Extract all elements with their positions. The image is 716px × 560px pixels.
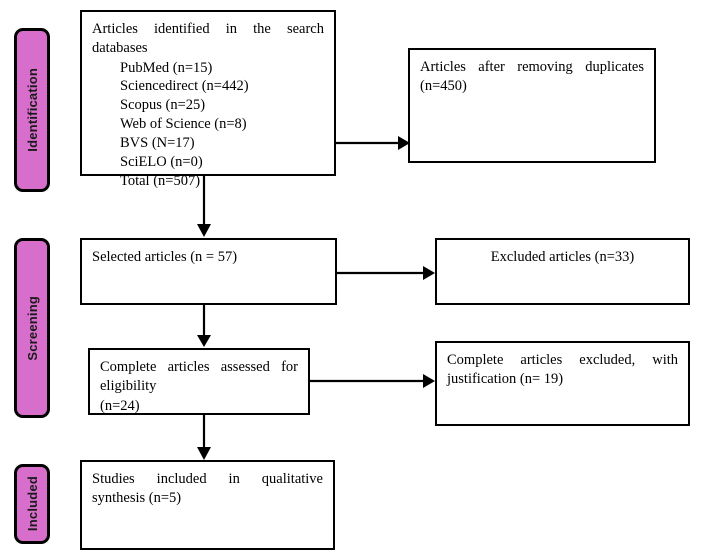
box-articles-identified-heading: Articles identified in the search databa… — [92, 21, 328, 57]
stage-label-screening: Screening — [14, 238, 50, 418]
box-selected-articles-text: Selected articles (n = 57) — [92, 249, 238, 265]
connector-selected-to-excluded — [337, 266, 435, 280]
box-excluded-articles: Excluded articles (n=33) — [435, 238, 690, 305]
box-complete-articles-excluded: Complete articles excluded, with justifi… — [435, 341, 690, 426]
box-studies-included-text: Studies included in qualitative synthesi… — [92, 471, 327, 507]
source-count-list: PubMed (n=15) Sciencedirect (n=442) Scop… — [92, 59, 324, 191]
box-studies-included: Studies included in qualitative synthesi… — [80, 460, 335, 550]
stage-label-screening-text: Screening — [24, 295, 40, 361]
stage-label-identification: Identification — [14, 28, 50, 192]
source-count-scielo: SciELO (n=0) — [120, 153, 203, 170]
source-count-sciencedirect: Sciencedirect (n=442) — [120, 78, 249, 95]
box-complete-articles-assessed-text: Complete articles assessed for eligibili… — [100, 359, 298, 414]
connector-eligibility-to-excluded-justification — [310, 374, 435, 388]
source-count-total: Total (n=507) — [120, 172, 201, 189]
box-complete-articles-assessed: Complete articles assessed for eligibili… — [88, 348, 310, 415]
connector-identified-to-duplicates — [336, 136, 410, 150]
box-articles-after-removing-duplicates: Articles after removing duplicates (n=45… — [408, 48, 656, 163]
box-articles-after-removing-duplicates-text: Articles after removing duplicates (n=45… — [420, 59, 648, 95]
stage-label-included: Included — [14, 464, 50, 544]
source-count-scopus: Scopus (n=25) — [120, 97, 206, 114]
source-count-web-of-science: Web of Science (n=8) — [120, 116, 247, 133]
box-excluded-articles-text: Excluded articles (n=33) — [490, 249, 635, 265]
connector-identified-to-selected — [197, 176, 211, 237]
box-articles-identified: Articles identified in the search databa… — [80, 10, 336, 189]
box-complete-articles-excluded-text: Complete articles excluded, with justifi… — [447, 352, 682, 388]
source-count-bvs: BVS (N=17) — [120, 134, 195, 151]
connector-selected-to-eligibility — [197, 305, 211, 347]
connector-eligibility-to-included — [197, 415, 211, 460]
source-count-pubmed: PubMed (n=15) — [120, 59, 213, 76]
stage-label-included-text: Included — [24, 476, 40, 532]
box-selected-articles: Selected articles (n = 57) — [80, 238, 337, 305]
stage-label-identification-text: Identification — [24, 68, 40, 152]
